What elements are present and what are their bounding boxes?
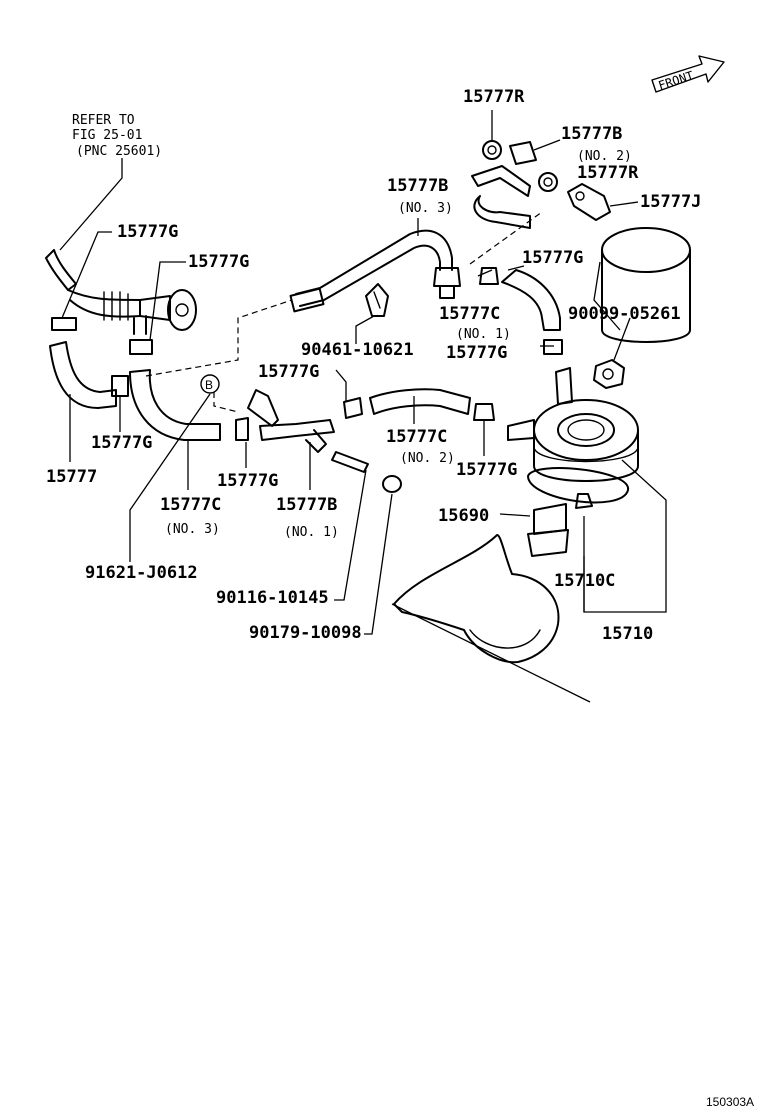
label-15777G-lowright: 15777G [456, 460, 517, 480]
clip-90461 [365, 283, 389, 317]
label-15777G-upperright: 15777G [522, 248, 583, 268]
hose-15777C-no3 [129, 369, 221, 441]
label-15777C-no1: 15777C [439, 304, 500, 324]
label-91621-J0612: 91621-J0612 [85, 563, 198, 583]
reference-line-3: (PNC 25601) [76, 144, 162, 159]
oil-cooler [507, 367, 639, 509]
label-90461-10621: 90461-10621 [301, 340, 414, 360]
reference-line-1: REFER TO [72, 113, 135, 128]
label-15690: 15690 [438, 506, 489, 526]
gasket-pan [391, 534, 591, 703]
hose-15777C-no2 [369, 388, 495, 421]
label-15777G-lowcenter: 15777G [217, 471, 278, 491]
nut-part [593, 359, 625, 389]
label-15777B-no3-sub: (NO. 3) [398, 201, 453, 216]
reference-note: REFER TO FIG 25-01 (PNC 25601) [59, 113, 162, 251]
label-15777G-center: 15777G [258, 362, 319, 382]
label-90116-10145: 90116-10145 [216, 588, 329, 608]
label-15777G-left: 15777G [91, 433, 152, 453]
oil-filter [601, 227, 691, 343]
reference-line-2: FIG 25-01 [72, 128, 142, 143]
label-15777G-right: 15777G [446, 343, 507, 363]
front-arrow: FRONT [651, 55, 725, 93]
label-15777C-no1-sub: (NO. 1) [456, 327, 511, 342]
label-15777C-no3-sub: (NO. 3) [165, 522, 220, 537]
hose-15777C-no1 [501, 269, 561, 331]
label-15777C-no3: 15777C [160, 495, 221, 515]
bolt-15777J [567, 183, 611, 221]
label-15777C-no2: 15777C [386, 427, 447, 447]
pipe-15777B-no3 [289, 229, 461, 313]
label-15710: 15710 [602, 624, 653, 644]
pipe-15777B-no2 [471, 140, 558, 229]
marker-b: B [200, 374, 220, 394]
label-90099-05261: 90099-05261 [568, 304, 681, 324]
label-15777G-topleft: 15777G [117, 222, 178, 242]
label-15777R-top: 15777R [463, 87, 525, 107]
label-15777B-no2: 15777B [561, 124, 622, 144]
label-15777J: 15777J [640, 192, 701, 212]
marker-b-label: B [205, 378, 213, 392]
pipe-15777B-no1 [235, 389, 335, 453]
hose-15777 [49, 341, 129, 409]
label-15777B-no1: 15777B [276, 495, 337, 515]
stud-90116 [331, 451, 369, 473]
label-15777: 15777 [46, 467, 97, 487]
label-15777R-right: 15777R [577, 163, 639, 183]
label-15710C: 15710C [554, 571, 615, 591]
label-15777G-midleft: 15777G [188, 252, 249, 272]
nut-90179 [382, 475, 402, 493]
label-15777B-no3: 15777B [387, 176, 448, 196]
figure-id: 150303A [706, 1095, 754, 1109]
label-15777B-no2-sub: (NO. 2) [577, 149, 632, 164]
label-15777C-no2-sub: (NO. 2) [400, 451, 455, 466]
relief-valve-15690 [527, 503, 569, 557]
label-90179-10098: 90179-10098 [249, 623, 362, 643]
label-15777B-no1-sub: (NO. 1) [284, 525, 339, 540]
